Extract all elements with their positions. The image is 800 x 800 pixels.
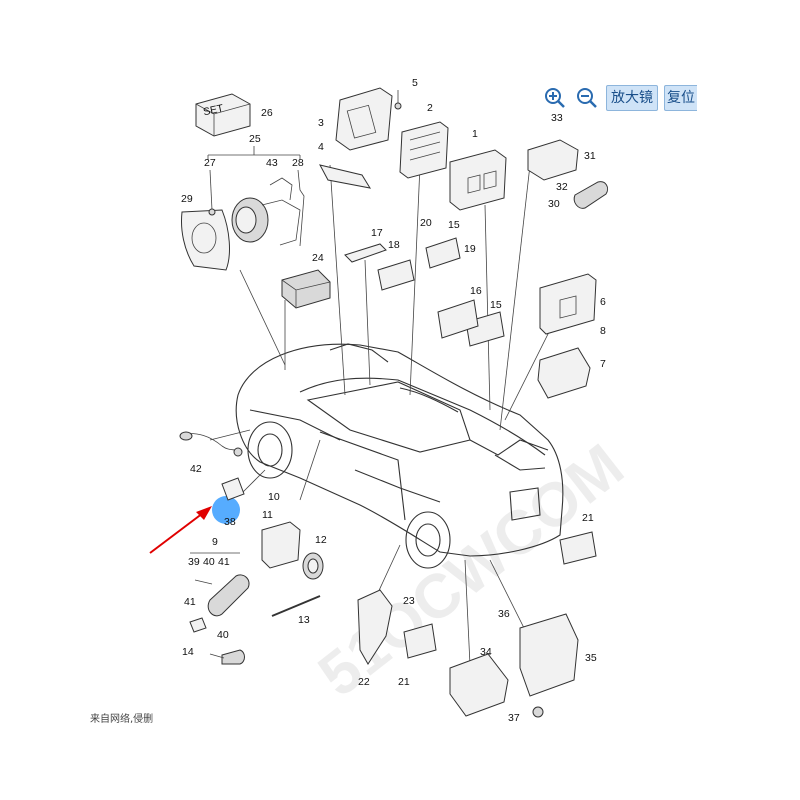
callout-20: 20: [420, 217, 432, 229]
callout-40b: 40: [217, 629, 229, 641]
group-25-bracket: [207, 146, 301, 160]
callout-10: 10: [268, 491, 280, 503]
callout-2: 2: [427, 102, 433, 114]
callout-27: 27: [204, 157, 216, 169]
part-26-set-kit: SET: [195, 93, 251, 137]
callout-28: 28: [292, 157, 304, 169]
callout-37: 37: [508, 712, 520, 724]
callout-23: 23: [403, 595, 415, 607]
callout-29: 29: [181, 193, 193, 205]
callout-38: 38: [224, 516, 236, 528]
part-17-strip: [344, 243, 387, 263]
source-caption: 来自网络,侵删: [90, 714, 154, 725]
callout-15a: 15: [448, 219, 460, 231]
zoom-out-icon[interactable]: [574, 85, 600, 111]
callout-30: 30: [548, 198, 560, 210]
part-6-module: [539, 273, 597, 335]
part-22-bracket: [357, 589, 393, 665]
callout-40a: 40: [203, 556, 215, 568]
callout-numbers: 1 2 3 4 5 6 7 8 9 10 11 12 13 14 15 15 1…: [181, 77, 606, 724]
callout-43: 43: [266, 157, 278, 169]
part-43-sensor: [231, 177, 301, 246]
callout-41a: 41: [218, 556, 230, 568]
part-35-bracket: [519, 613, 579, 697]
callout-12: 12: [315, 534, 327, 546]
callout-9: 9: [212, 536, 218, 548]
callout-18: 18: [388, 239, 400, 251]
callout-3: 3: [318, 117, 324, 129]
part-42-harness: [179, 431, 243, 457]
magnifier-button[interactable]: 放大镜: [606, 85, 658, 111]
callout-33: 33: [551, 112, 563, 124]
callout-24: 24: [312, 252, 324, 264]
part-24-module: [281, 269, 331, 309]
part-9-key-fob: [207, 574, 250, 617]
part-21-trim: [403, 623, 437, 659]
callout-13: 13: [298, 614, 310, 626]
callout-19: 19: [464, 243, 476, 255]
part-7-bracket: [537, 347, 591, 399]
part-34-module: [449, 653, 509, 717]
pointer-arrow: [149, 506, 212, 554]
callout-11a: 11: [262, 509, 273, 521]
callout-5: 5: [412, 77, 418, 89]
callout-21b: 21: [398, 676, 410, 688]
car-outline: [235, 343, 564, 569]
callout-22: 22: [358, 676, 370, 688]
callout-6: 6: [600, 296, 606, 308]
set-label: SET: [202, 102, 225, 118]
callout-17: 17: [371, 227, 383, 239]
callout-7: 7: [600, 358, 606, 370]
callout-34: 34: [480, 646, 492, 658]
callout-16: 16: [470, 285, 482, 297]
callout-32: 32: [556, 181, 568, 193]
callout-36: 36: [498, 608, 510, 620]
reset-button[interactable]: 复位: [664, 85, 697, 111]
callout-35: 35: [585, 652, 597, 664]
callout-21a: 21: [582, 512, 594, 524]
zoom-in-icon[interactable]: [542, 85, 568, 111]
highlight-marker: [212, 496, 240, 524]
callout-25: 25: [249, 133, 261, 145]
part-30-remote: [573, 181, 609, 209]
callout-4: 4: [318, 141, 324, 153]
part-1-control-unit: [449, 149, 507, 211]
part-10-unit: [261, 521, 301, 569]
callout-15b: 15: [490, 299, 502, 311]
part-3-bracket: [319, 87, 393, 189]
part-13-cable: [271, 595, 321, 617]
callout-31: 31: [584, 150, 596, 162]
callout-8: 8: [600, 325, 606, 337]
callout-26: 26: [261, 107, 273, 119]
callout-14: 14: [182, 646, 194, 658]
part-38-bracket: [221, 477, 245, 501]
part-31-sensor: [527, 139, 579, 181]
zoom-toolbar: 放大镜 复位: [542, 84, 697, 112]
callout-41b: 41: [184, 596, 196, 608]
callout-39: 39: [188, 556, 200, 568]
callout-1: 1: [472, 128, 478, 140]
part-29-cover: [181, 209, 230, 271]
part-2-plate: [399, 121, 449, 179]
part-14-key: [221, 649, 245, 665]
callout-42: 42: [190, 463, 202, 475]
